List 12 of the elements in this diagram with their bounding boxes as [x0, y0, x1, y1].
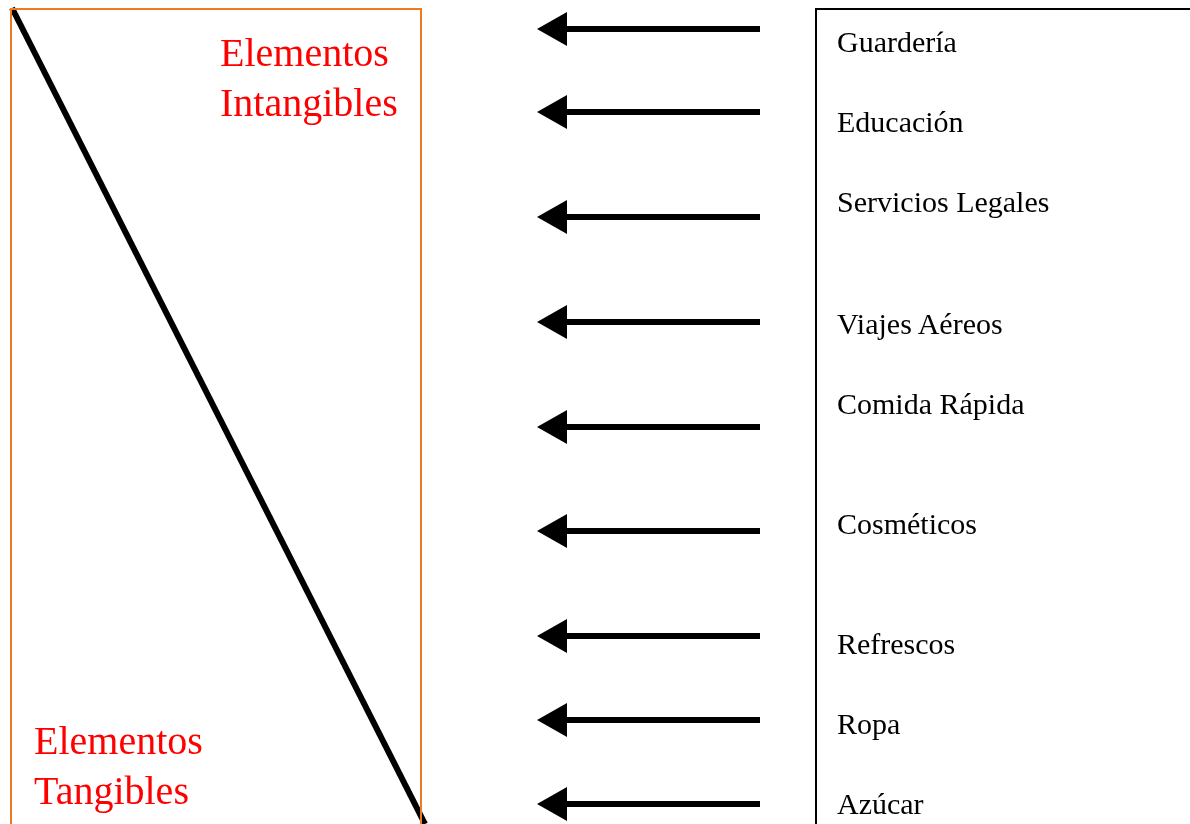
product-label: Azúcar	[837, 787, 925, 820]
product-label: Servicios Legales	[837, 185, 1051, 218]
category-label: Elementos Tangibles	[34, 717, 204, 815]
product-label: Cosméticos	[837, 507, 978, 540]
category-label: Elementos Intangibles	[220, 29, 399, 127]
product-list-box	[815, 8, 1190, 824]
product-label: Educación	[837, 105, 965, 138]
product-label: Refrescos	[837, 627, 957, 660]
product-label: Comida Rápida	[837, 387, 1026, 420]
product-label: Ropa	[837, 707, 902, 740]
product-label: Viajes Aéreos	[837, 307, 1004, 340]
product-label: Guardería	[837, 25, 958, 58]
